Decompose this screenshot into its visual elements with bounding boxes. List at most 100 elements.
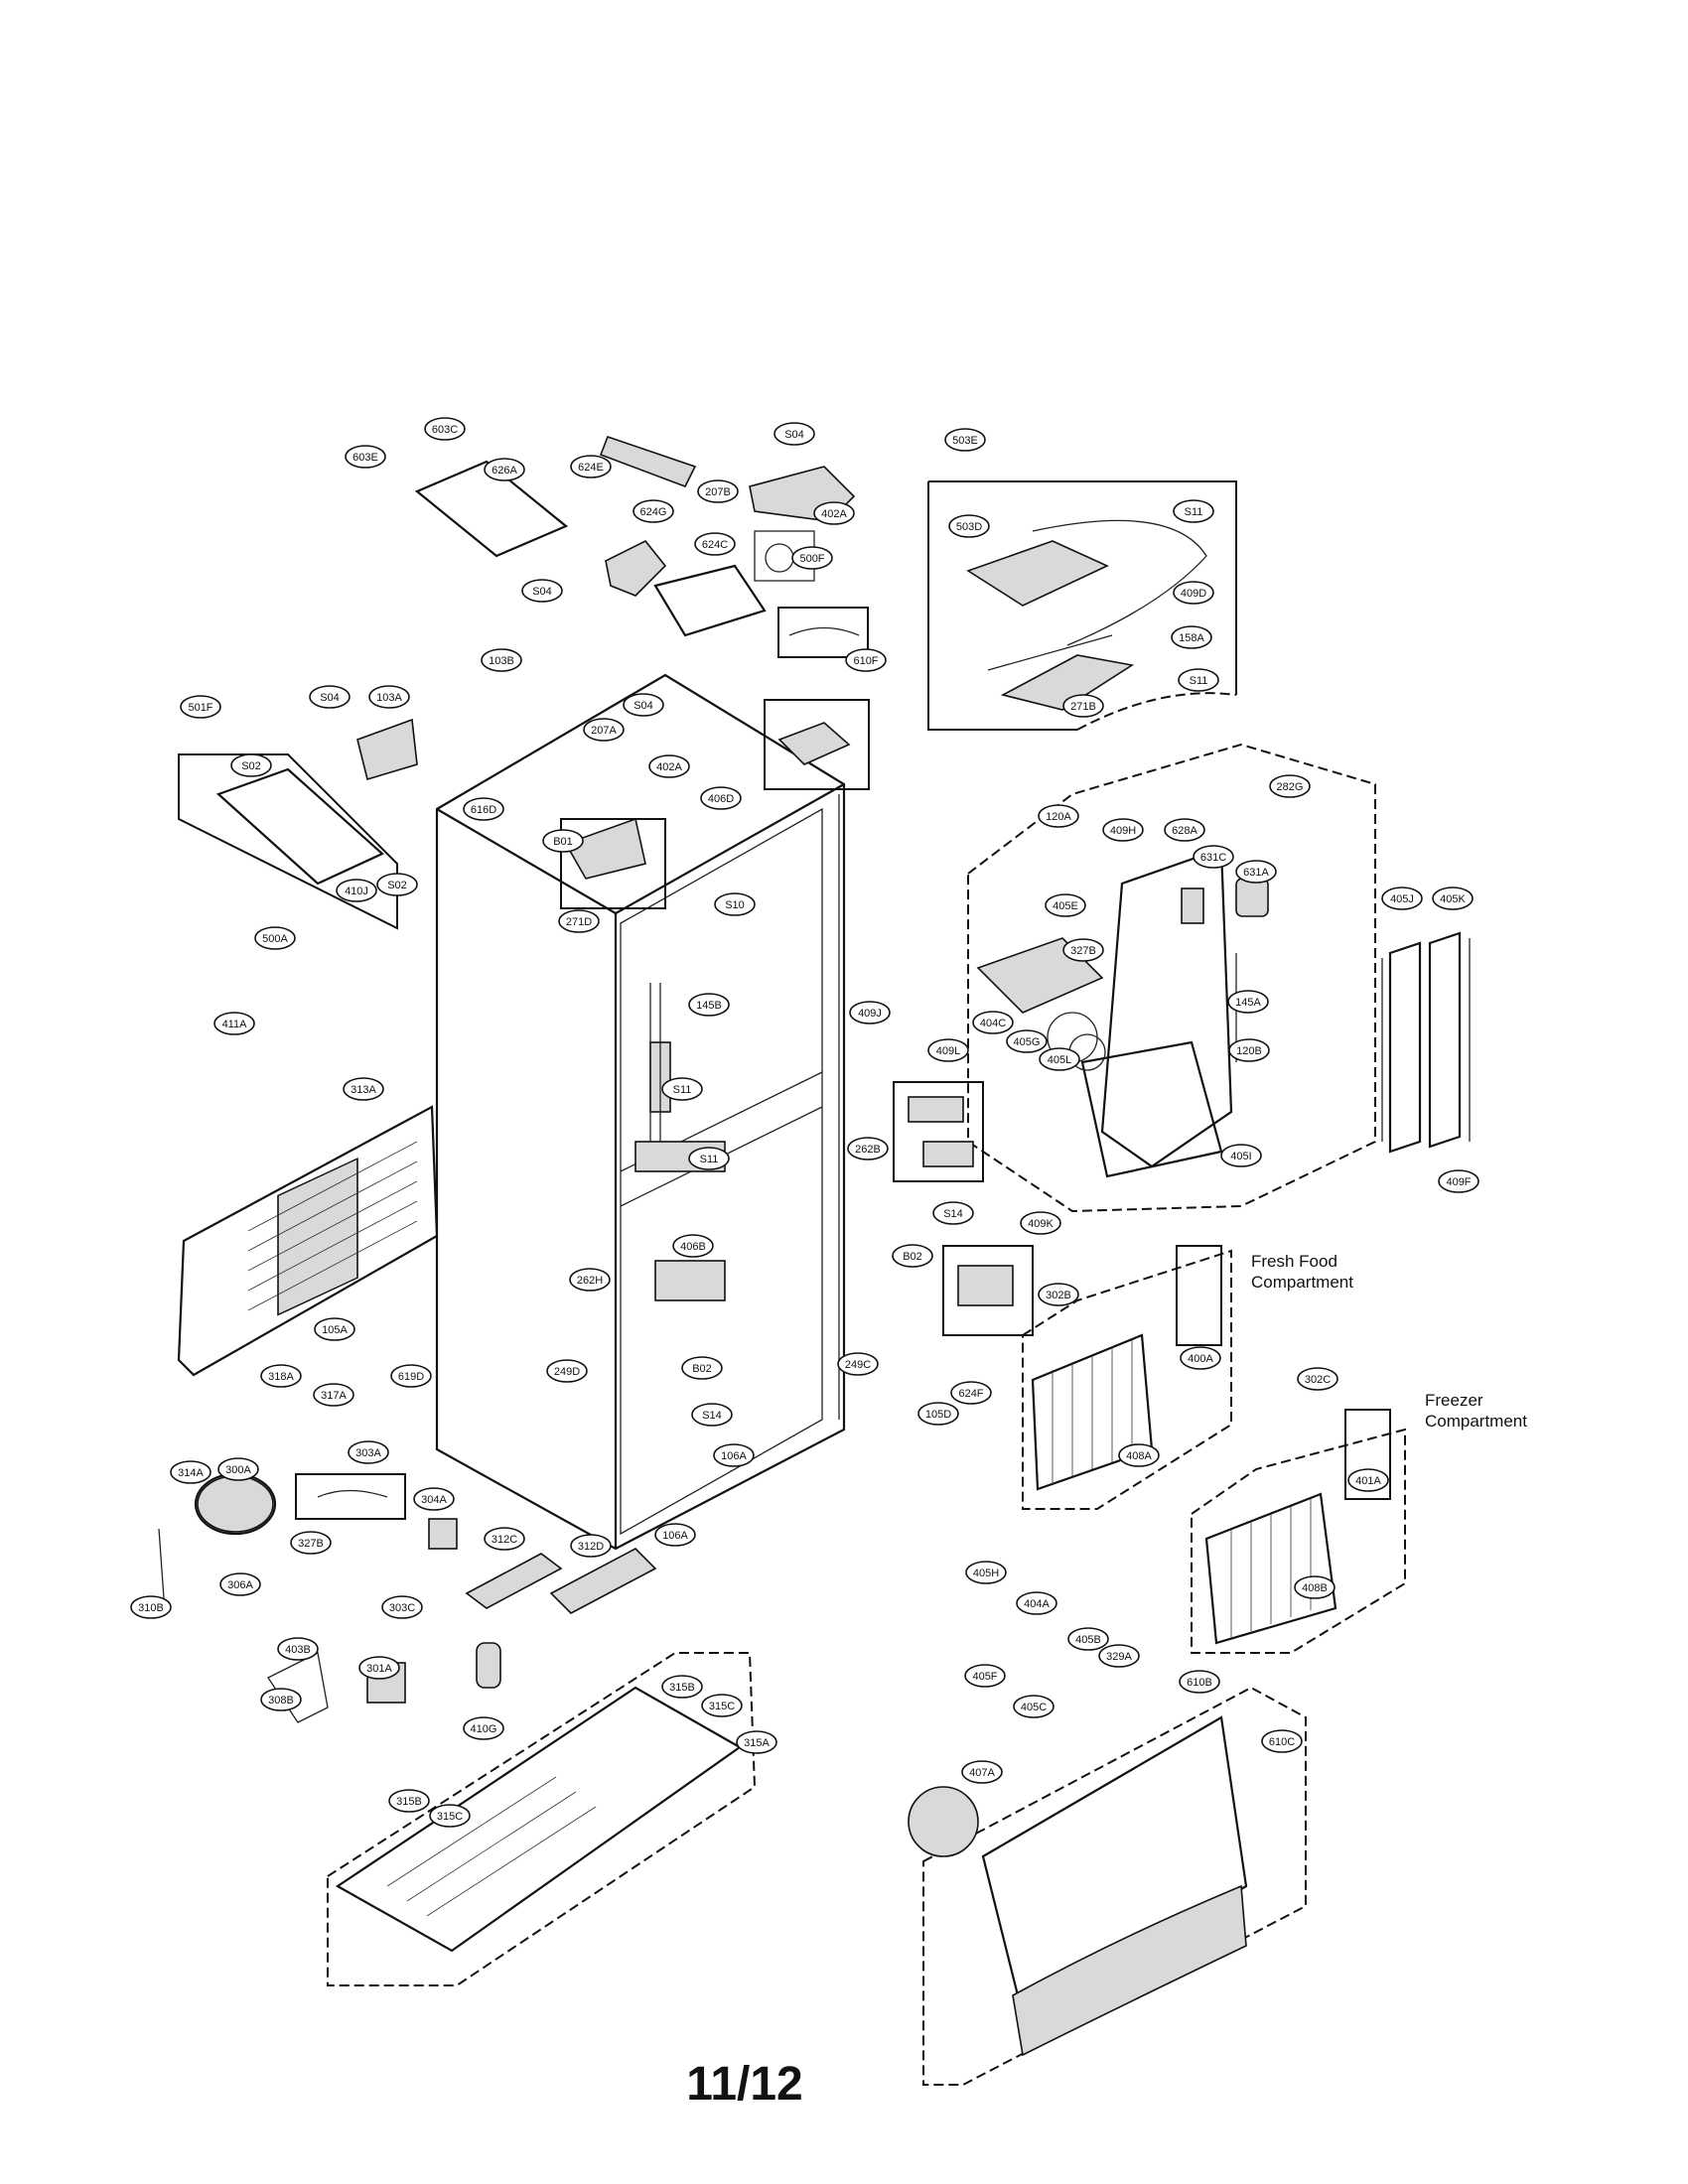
part-callout-405g: 405G [1006,1029,1048,1053]
callout-ellipse [1227,990,1269,1014]
part-callout-106a: 106A [654,1523,696,1547]
callout-ellipse [219,1572,261,1596]
callout-ellipse [713,1443,755,1467]
part-callout-624c: 624C [694,532,736,556]
part-number-label: 500F [799,553,824,565]
part-callout-626a: 626A [484,458,525,481]
inset-boxes [893,1081,1034,1336]
part-callout-145a: 145A [1227,990,1269,1014]
part-callout-408a: 408A [1118,1443,1160,1467]
part-callout-329a: 329A [1098,1644,1140,1668]
part-number-label: 315A [744,1737,770,1749]
part-callout-s04: S04 [309,685,351,709]
part-callout-312d: 312D [570,1534,612,1558]
part-number-label: 262H [577,1275,603,1287]
part-callout-405k: 405K [1432,887,1474,910]
part-callout-409h: 409H [1102,818,1144,842]
callout-ellipse [1261,1729,1303,1753]
part-number-label: 404A [1024,1598,1050,1610]
evaporators [1022,1249,1406,1654]
callout-ellipse [260,1364,302,1388]
freezer-title-line2: Compartment [1425,1412,1527,1431]
part-number-label: 105D [925,1409,951,1421]
part-number-label: 624E [578,462,604,474]
callout-ellipse [1038,804,1079,828]
part-number-label: 315B [669,1682,695,1694]
part-callout-628a: 628A [1164,818,1205,842]
part-callout-403b: 403B [277,1637,319,1661]
part-number-label: 405C [1021,1702,1047,1713]
callout-ellipse [961,1760,1003,1784]
part-callout-405i: 405I [1220,1144,1262,1167]
callout-ellipse [1173,581,1214,605]
callout-ellipse [965,1561,1007,1584]
part-number-label: 610C [1269,1736,1295,1748]
part-callout-315b: 315B [661,1675,703,1699]
part-number-label: S11 [1190,675,1208,687]
callout-ellipse [927,1038,969,1062]
part-number-label: 308B [268,1695,294,1706]
callout-ellipse [313,1383,354,1407]
callout-ellipse [688,993,730,1017]
callout-ellipse [569,1268,611,1292]
callout-ellipse [546,1359,588,1383]
part-callout-400a: 400A [1180,1346,1221,1370]
part-number-label: S11 [673,1084,692,1096]
part-callout-318a: 318A [260,1364,302,1388]
part-number-label: 624F [958,1388,983,1400]
callout-ellipse [813,501,855,525]
part-number-label: 145B [696,1000,722,1012]
misc-dashed-groups [295,1245,1391,1520]
callout-ellipse [348,1440,389,1464]
part-number-label: 410J [345,886,368,897]
part-callout-b01: B01 [542,829,584,853]
callout-ellipse [1297,1367,1338,1391]
part-number-label: 631C [1200,852,1226,864]
part-callout-624e: 624E [570,455,612,478]
part-callout-303c: 303C [381,1595,423,1619]
callout-ellipse [672,1234,714,1258]
callout-ellipse [463,1716,504,1740]
callout-ellipse [654,1523,696,1547]
callout-ellipse [484,458,525,481]
part-callout-327b: 327B [1062,938,1104,962]
part-number-label: 327B [1070,945,1096,957]
part-callout-406b: 406B [672,1234,714,1258]
part-number-label: B02 [903,1251,922,1263]
part-number-label: 303C [389,1602,415,1614]
callout-ellipse [633,499,674,523]
callout-ellipse [847,1137,889,1160]
part-callout-409k: 409K [1020,1211,1061,1235]
part-number-label: 271D [566,916,592,928]
callout-ellipse [892,1244,933,1268]
part-callout-145b: 145B [688,993,730,1017]
part-callout-262h: 262H [569,1268,611,1292]
part-callout-s04: S04 [774,422,815,446]
part-number-label: S04 [532,586,552,598]
part-callout-624g: 624G [633,499,674,523]
callout-ellipse [1039,1047,1080,1071]
callout-ellipse [714,892,756,916]
callout-ellipse [1347,1468,1389,1492]
part-callout-304a: 304A [413,1487,455,1511]
part-number-label: 282G [1277,781,1304,793]
part-number-label: 503D [956,521,982,533]
part-number-label: S02 [241,760,261,772]
part-number-label: 310B [138,1602,164,1614]
part-callout-249d: 249D [546,1359,588,1383]
part-callout-405h: 405H [965,1561,1007,1584]
callout-ellipse [1235,860,1277,884]
callout-ellipse [948,514,990,538]
part-number-label: 405J [1390,893,1414,905]
part-number-label: 405L [1048,1054,1071,1066]
part-callout-408b: 408B [1294,1575,1336,1599]
callout-ellipse [254,926,296,950]
callout-ellipse [1006,1029,1048,1053]
part-number-label: B02 [692,1363,712,1375]
part-callout-610c: 610C [1261,1729,1303,1753]
part-number-label: 624C [702,539,728,551]
part-callout-271b: 271B [1062,694,1104,718]
callout-ellipse [290,1531,332,1555]
part-number-label: 626A [492,465,517,477]
callout-ellipse [213,1012,255,1035]
